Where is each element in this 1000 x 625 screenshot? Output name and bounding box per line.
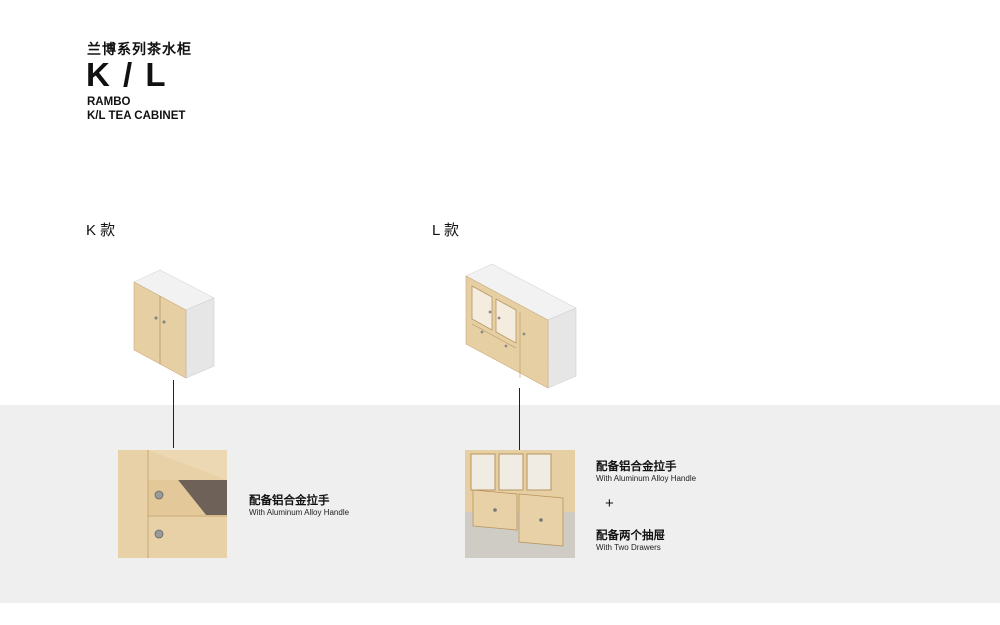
- l-feature-drawers-cn: 配备两个抽屉: [596, 530, 665, 542]
- title-chinese: 兰博系列茶水柜: [87, 41, 192, 57]
- connector-k: [173, 380, 174, 448]
- detail-l-drawers-image: [465, 450, 575, 558]
- cabinet-l-illustration: [465, 263, 577, 389]
- k-feature-handle-cn: 配备铝合金拉手: [249, 495, 330, 507]
- detail-k-cabinet-opening: [178, 480, 227, 515]
- cabinet-k-illustration: [133, 269, 215, 379]
- plus-sign: +: [605, 495, 614, 512]
- l-feature-drawers-en: With Two Drawers: [596, 543, 661, 552]
- cabinet-l-glass-door-2: [495, 298, 517, 344]
- title-english-line2: K/L TEA CABINET: [87, 110, 186, 122]
- cabinet-k-side: [185, 297, 215, 379]
- detail-k-handle-top: [154, 490, 164, 500]
- l-feature-handle-en: With Aluminum Alloy Handle: [596, 474, 697, 483]
- detail-k-handle-bottom: [154, 529, 164, 539]
- l-feature-handle-cn: 配备铝合金拉手: [596, 461, 677, 473]
- cabinet-l-side: [547, 307, 577, 389]
- cabinet-k-handle-right: [162, 320, 166, 324]
- connector-l: [519, 388, 520, 453]
- title-english-line1: RAMBO: [87, 96, 131, 108]
- detail-k-handle-image: [118, 450, 227, 558]
- cabinet-l-glass-door-1: [471, 285, 493, 331]
- variant-l-label: L 款: [432, 222, 459, 239]
- cabinet-k-handle-left: [154, 316, 158, 320]
- variant-k-label: K 款: [86, 222, 116, 239]
- k-feature-handle-en: With Aluminum Alloy Handle: [249, 508, 350, 517]
- model-code: K / L: [86, 56, 168, 93]
